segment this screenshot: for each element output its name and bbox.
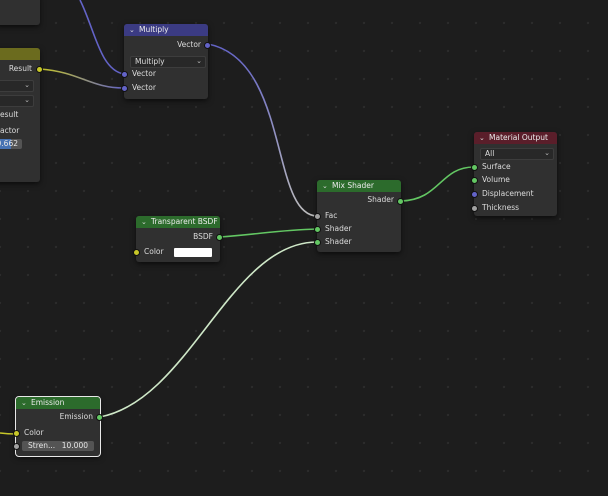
chevron-down-icon: ⌄ [24,96,30,104]
socket-color-in[interactable] [13,430,20,437]
chevron-down-icon[interactable]: ⌄ [21,399,27,407]
node-emission-title: Emission [31,398,65,407]
output-label-bsdf: BSDF [193,232,213,241]
input-label-vector-2: Vector [132,83,156,92]
output-label-vector: Vector [177,40,201,49]
node-transparent-bsdf-title: Transparent BSDF [151,217,218,226]
node-emission-header[interactable]: ⌄ Emission [16,397,100,409]
node-multiply-header[interactable]: ⌄ Multiply [124,24,208,36]
node-material-output[interactable]: ⌄ Material Output All ⌄ Surface Volume D… [471,132,557,216]
input-label-shader-1: Shader [325,224,352,233]
chevron-down-icon: ⌄ [544,149,550,157]
factor-slider[interactable]: 0.662 [0,139,22,149]
wire-result-to-vector [39,68,125,89]
wire-upper-to-multiply [79,0,125,75]
input-label-displacement: Displacement [482,189,534,198]
socket-strength-in[interactable] [13,443,20,450]
input-label-fac: Fac [325,211,338,220]
socket-vector-in-2[interactable] [121,85,128,92]
output-label-shader: Shader [367,195,394,204]
socket-shader-in-1[interactable] [314,226,321,233]
socket-vector-out[interactable] [204,42,211,49]
socket-bsdf-out[interactable] [216,234,223,241]
factor-value: 0.662 [0,139,18,148]
socket-thickness-in[interactable] [471,205,478,212]
wire-emission-to-shader [99,241,318,418]
node-emission[interactable]: ⌄ Emission Emission Color Stren... 10.00… [13,396,103,457]
operation-value: Multiply [135,57,165,66]
color-swatch[interactable] [174,248,212,257]
socket-emission-out[interactable] [96,414,103,421]
partial-node-top[interactable] [0,0,40,25]
node-mix-shader-title: Mix Shader [332,181,374,190]
partial-dropdown-2[interactable]: ⌄ [0,95,34,107]
chevron-down-icon[interactable]: ⌄ [141,218,147,226]
chevron-down-icon: ⌄ [196,57,202,65]
operation-dropdown[interactable]: Multiply ⌄ [130,56,206,68]
label-result-checkbox[interactable]: esult [0,110,19,119]
input-label-surface: Surface [482,162,511,171]
output-label-result: Result [8,64,32,73]
output-label-emission: Emission [59,412,93,421]
node-multiply-title: Multiply [139,25,169,34]
input-label-color: Color [24,428,44,437]
node-multiply[interactable]: ⌄ Multiply Vector Multiply ⌄ Vector Vect… [121,24,211,99]
socket-shader-in-2[interactable] [314,239,321,246]
wire-mix-to-surface [400,166,475,202]
node-mix-shader[interactable]: ⌄ Mix Shader Shader Fac Shader Shader [314,180,404,252]
chevron-down-icon[interactable]: ⌄ [322,182,328,190]
chevron-down-icon[interactable]: ⌄ [479,134,485,142]
socket-fac-in[interactable] [314,213,321,220]
partial-node-left[interactable]: Result ⌄ ⌄ esult actor 0.662 [0,48,43,182]
chevron-down-icon[interactable]: ⌄ [129,26,135,34]
node-mix-shader-header[interactable]: ⌄ Mix Shader [317,180,401,192]
strength-label: Stren... [28,441,56,450]
input-label-volume: Volume [482,175,510,184]
node-transparent-bsdf-header[interactable]: ⌄ Transparent BSDF [136,216,220,228]
socket-color-in[interactable] [133,249,140,256]
socket-vector-in-1[interactable] [121,71,128,78]
node-transparent-bsdf[interactable]: ⌄ Transparent BSDF BSDF Color [133,216,223,262]
partial-dropdown-1[interactable]: ⌄ [0,80,34,92]
target-value: All [485,149,495,158]
node-material-output-header[interactable]: ⌄ Material Output [474,132,557,144]
socket-surface-in[interactable] [471,164,478,171]
input-label-vector-1: Vector [132,69,156,78]
wire-bsdf-to-shader [219,228,318,238]
partial-node-header[interactable] [0,48,40,60]
node-material-output-title: Material Output [489,133,548,142]
socket-result-out[interactable] [36,66,43,73]
input-label-shader-2: Shader [325,237,352,246]
strength-field[interactable]: Stren... 10.000 [22,441,94,451]
socket-volume-in[interactable] [471,177,478,184]
strength-value: 10.000 [61,441,88,450]
socket-displacement-in[interactable] [471,191,478,198]
target-dropdown[interactable]: All ⌄ [480,148,554,160]
chevron-down-icon: ⌄ [24,81,30,89]
input-label-thickness: Thickness [482,203,520,212]
input-label-color: Color [144,247,164,256]
socket-shader-out[interactable] [397,198,404,205]
wire-multiply-to-fac [207,43,318,217]
label-factor: actor [0,126,20,135]
